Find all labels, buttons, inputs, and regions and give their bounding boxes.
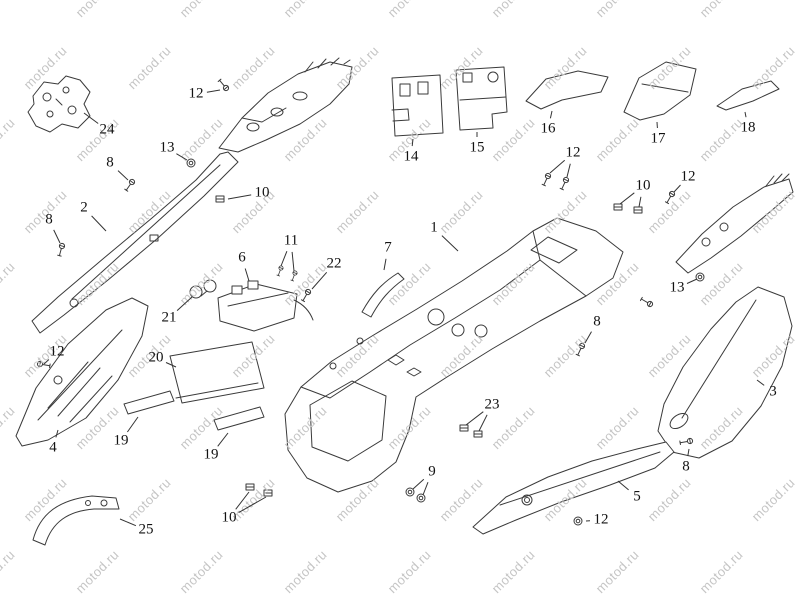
part-18-panel [716,80,780,111]
part-15-pad [455,66,508,131]
part-5-panel [472,441,675,535]
callout-label-14: 14 [403,148,419,165]
part-3-panel [657,286,793,459]
callout-label-11: 11 [283,232,299,249]
callout-label-24: 24 [99,121,115,138]
callout-label-1: 1 [430,219,438,236]
callout-label-21: 21 [161,309,177,326]
part-19-strips [123,390,265,431]
part-20-sheet [169,341,265,404]
callout-label-25: 25 [138,521,154,538]
part-top-cover [218,57,353,153]
part-17-panel [623,61,697,121]
part-7-strap [361,272,405,318]
callout-label-18: 18 [740,119,756,136]
callout-label-17: 17 [650,130,666,147]
callout-label-7: 7 [384,239,392,256]
part-upper-right-panel [675,173,794,274]
part-21-grommets [189,279,217,299]
callout-label-12: 12 [565,144,581,161]
callout-label-10: 10 [635,177,651,194]
callout-label-20: 20 [148,349,164,366]
callout-label-6: 6 [238,249,246,266]
callout-label-15: 15 [469,139,485,156]
part-2-panel [31,151,239,334]
callout-label-8: 8 [45,211,53,228]
callout-label-12: 12 [188,85,204,102]
callout-label-23: 23 [484,396,500,413]
callout-label-22: 22 [326,255,342,272]
callout-label-13: 13 [159,139,175,156]
part-25-bracket [32,495,120,546]
part-24-bracket [27,75,91,133]
callout-label-10: 10 [221,509,237,526]
part-14-pad [391,74,444,137]
part-6-bracket [217,280,314,332]
callout-label-9: 9 [428,463,436,480]
part-16-panel [525,70,609,110]
callout-label-16: 16 [540,120,556,137]
callout-label-19: 19 [113,432,129,449]
callout-label-12: 12 [593,511,609,528]
callout-label-10: 10 [254,184,270,201]
callout-label-8: 8 [593,313,601,330]
callout-label-8: 8 [106,154,114,171]
callout-label-4: 4 [49,439,57,456]
part-1-main-tray [284,217,624,493]
callout-label-3: 3 [769,383,777,400]
callout-label-8: 8 [682,458,690,475]
callout-label-13: 13 [669,279,685,296]
callout-label-5: 5 [633,488,641,505]
callout-label-19: 19 [203,446,219,463]
callout-label-12: 12 [680,168,696,185]
part-4-panel [15,297,149,447]
callout-label-2: 2 [80,199,88,216]
callout-label-12: 12 [49,343,65,360]
